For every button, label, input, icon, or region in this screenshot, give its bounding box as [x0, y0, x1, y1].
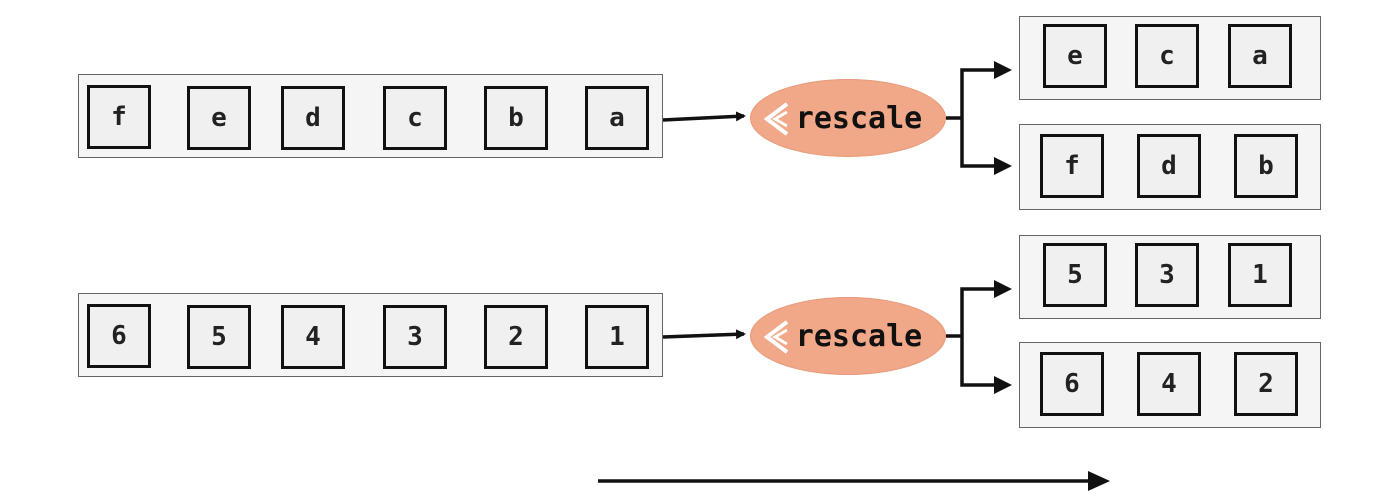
- rescale-label: rescale: [795, 318, 923, 354]
- input-cell: c: [383, 86, 447, 150]
- input-cell: b: [484, 86, 548, 150]
- rescale-node-1: rescale: [750, 79, 946, 157]
- split-arrow-head: [994, 157, 1012, 175]
- output-cell: 4: [1137, 352, 1201, 416]
- split-connector-2: [946, 287, 1006, 387]
- output-cell: f: [1040, 134, 1104, 198]
- split-arrow-head: [994, 376, 1012, 394]
- input-cell: 1: [585, 305, 649, 369]
- input-cell: 4: [281, 305, 345, 369]
- chevron-left-icon: [763, 102, 789, 136]
- output-cell: 1: [1228, 243, 1292, 307]
- output-cell: e: [1043, 24, 1107, 88]
- input-arrow-2: [662, 329, 746, 340]
- output-strip-1a: e c a: [1019, 16, 1321, 100]
- output-cell: b: [1234, 134, 1298, 198]
- input-cell: 5: [187, 305, 251, 369]
- split-arrow-head: [994, 61, 1012, 79]
- input-strip-1: f e d c b a: [78, 74, 663, 158]
- input-arrow-1: [662, 111, 746, 122]
- output-cell: c: [1135, 24, 1199, 88]
- output-cell: 5: [1043, 243, 1107, 307]
- output-cell: a: [1228, 24, 1292, 88]
- input-cell: 6: [87, 304, 151, 368]
- input-strip-2: 6 5 4 3 2 1: [78, 293, 663, 377]
- rescale-node-2: rescale: [750, 297, 946, 375]
- rescale-label: rescale: [795, 100, 923, 136]
- input-cell: a: [585, 86, 649, 150]
- output-strip-2b: 6 4 2: [1019, 342, 1321, 428]
- split-arrow-head: [994, 280, 1012, 298]
- output-cell: d: [1137, 134, 1201, 198]
- input-cell: 3: [383, 305, 447, 369]
- split-connector-1: [946, 68, 1006, 168]
- input-cell: f: [87, 85, 151, 149]
- output-strip-1b: f d b: [1019, 124, 1321, 210]
- output-cell: 6: [1040, 352, 1104, 416]
- output-cell: 3: [1135, 243, 1199, 307]
- output-cell: 2: [1234, 352, 1298, 416]
- direction-arrow-head: [1088, 471, 1110, 491]
- input-cell: 2: [484, 305, 548, 369]
- output-strip-2a: 5 3 1: [1019, 235, 1321, 319]
- chevron-left-icon: [763, 320, 789, 354]
- input-cell: d: [281, 86, 345, 150]
- input-cell: e: [187, 86, 251, 150]
